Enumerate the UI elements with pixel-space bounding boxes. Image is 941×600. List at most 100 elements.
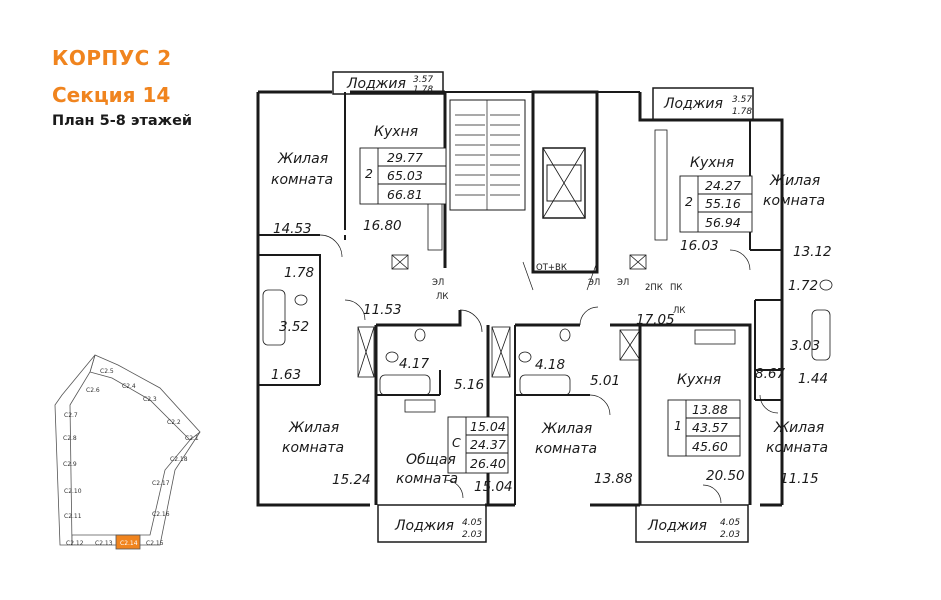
room-labels: Кухня 16.80 Кухня 16.03 Кухня 20.50 Жила… [271,124,832,495]
kitchen-l-area: 16.80 [363,218,402,234]
sec-label: С2.9 [63,461,77,468]
living-tr-area: 13.12 [793,244,832,260]
floors-title: План 5-8 этажей [52,113,193,129]
shafts [357,254,647,378]
sec-label: С2.11 [64,513,82,520]
area-label: 3.52 [279,319,309,335]
sec-label: С2.3 [143,396,157,403]
svc-label: 2ПК [645,283,663,293]
sec-label: С2.6 [86,387,100,394]
area-label: 8.67 [755,366,785,382]
svc-label: ЭЛ [432,278,444,288]
kitchen-b-area: 20.50 [706,468,745,484]
loggia-tr-dim: 3.57 [732,95,752,105]
kitchen-l-name: Кухня [374,124,418,140]
svc-label: ЭЛ [588,278,600,288]
doors [319,234,779,504]
key-plan-highlight[interactable] [115,534,141,550]
kitchen-b-name: Кухня [677,372,721,388]
sec-label: С2.1 [185,435,199,442]
apt-total-loggia: 45.60 [692,439,728,454]
loggia-br-dim: 4.05 [720,518,740,528]
apt-living: 15.04 [470,419,506,434]
key-plan-labels: С2.5 С2.6 С2.4 С2.3 С2.7 С2.2 С2.1 С2.8 … [63,368,199,547]
kitchen-r-name: Кухня [690,155,734,171]
living-br-area: 11.15 [780,471,819,487]
common-area: 15.04 [474,479,513,495]
walls [256,71,784,543]
area-label: 3.03 [790,338,820,354]
loggia-tl-name: Лоджия [346,76,406,92]
apt-rooms: 2 [685,194,693,209]
svc-label: ЭЛ [617,278,629,288]
loggia-bl-name: Лоджия [394,518,454,534]
living-br-name: комната [766,440,828,456]
living-br-name: Жилая [773,420,824,436]
sec-label: С2.2 [167,419,181,426]
living-tl-name: комната [271,172,333,188]
sec-label: С2.5 [100,368,114,375]
sec-label: С2.8 [63,435,77,442]
key-plan [54,354,201,550]
apt-living: 24.27 [705,178,741,193]
loggia-labels: Лоджия 3.57 1.78 Лоджия 3.57 1.78 Лоджия… [346,75,752,540]
living-tr-name: Жилая [769,173,820,189]
sec-label: С2.14 [120,540,138,547]
sec-label: С2.15 [146,540,164,547]
living-tr-name: комната [763,193,825,209]
fixtures [262,129,833,413]
loggia-tl-dim: 1.78 [413,85,433,95]
apt-living: 29.77 [387,150,423,165]
apt-total: 55.16 [705,196,741,211]
loggia-tl-dim: 3.57 [413,75,433,85]
loggia-bl-dim: 2.03 [462,530,482,540]
apt-total-loggia: 56.94 [705,215,741,230]
living-tl-area: 14.53 [273,221,312,237]
stairs [455,100,520,210]
apt-total: 24.37 [470,437,506,452]
common-name: комната [396,471,458,487]
area-label: 4.18 [535,357,565,373]
sec-label: С2.12 [66,540,84,547]
loggia-br-dim: 2.03 [720,530,740,540]
area-label: 17.05 [636,312,675,328]
apt-tables [359,147,753,474]
area-label: 5.01 [590,373,620,389]
apt-rooms: 2 [365,166,373,181]
svc-label: ЛК [436,292,448,302]
sec-label: С2.4 [122,383,136,390]
sec-label: С2.18 [170,456,188,463]
area-label: 1.44 [798,371,828,387]
living-bm-area: 13.88 [594,471,633,487]
living-bm-name: Жилая [541,421,592,437]
apt-total-loggia: 26.40 [470,456,506,471]
loggia-tr-name: Лоджия [663,96,723,112]
apt-rooms: С [452,435,461,450]
loggia-bl-dim: 4.05 [462,518,482,528]
area-label: 1.78 [284,265,314,281]
common-name: Общая [406,452,456,468]
section-title: Секция 14 [52,83,171,107]
area-label: 1.63 [271,367,301,383]
sec-label: С2.7 [64,412,78,419]
apt-total-loggia: 66.81 [387,187,423,202]
apt-total: 43.57 [692,420,728,435]
svc-label: ОТ+ВК [536,263,567,273]
apt-living: 13.88 [692,402,728,417]
apt-rooms: 1 [674,418,682,433]
sec-label: С2.17 [152,480,170,487]
sec-label: С2.13 [95,540,113,547]
svc-label: ПК [670,283,682,293]
kitchen-r-area: 16.03 [680,238,719,254]
living-bm-name: комната [535,441,597,457]
area-label: 1.72 [788,278,818,294]
loggia-tr-dim: 1.78 [732,107,752,117]
area-label: 4.17 [399,356,429,372]
living-bl-name: комната [282,440,344,456]
apt-total: 65.03 [387,168,423,183]
loggia-br-name: Лоджия [647,518,707,534]
area-label: 5.16 [454,377,484,393]
building-title: КОРПУС 2 [52,46,172,70]
sec-label: С2.10 [64,488,82,495]
